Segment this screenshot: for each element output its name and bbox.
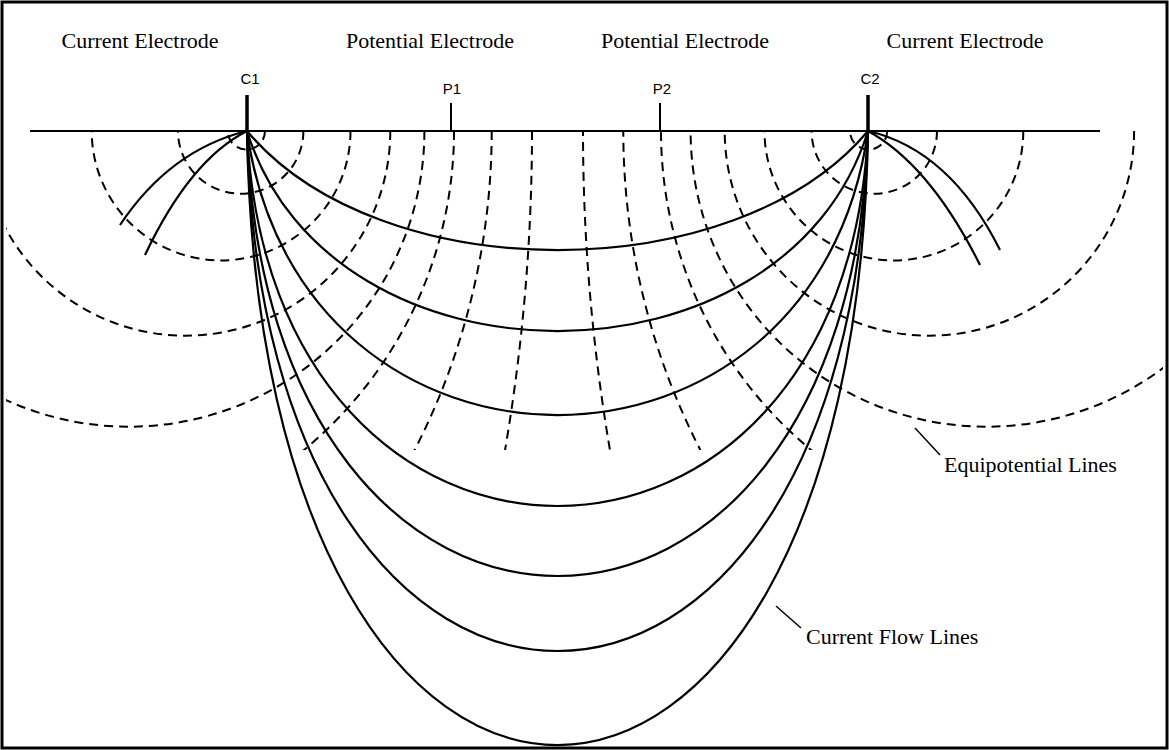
electrodes [247, 95, 868, 132]
leader-lines [776, 428, 940, 628]
equipotential-lines [6, 131, 1163, 450]
electrode-symbol-label: P1 [443, 80, 461, 98]
electrode-symbol-label: C1 [240, 70, 259, 88]
label: Current Electrode [62, 28, 219, 54]
label: Potential Electrode [346, 28, 514, 54]
label: Current Flow Lines [806, 624, 978, 650]
current-flow-lines [120, 131, 1000, 745]
label: Equipotential Lines [944, 452, 1117, 478]
electrode-symbol-label: C2 [860, 70, 879, 88]
ground-surface [30, 130, 1100, 132]
electrode-symbol-label: P2 [653, 80, 671, 98]
label: Potential Electrode [601, 28, 769, 54]
label: Current Electrode [887, 28, 1044, 54]
